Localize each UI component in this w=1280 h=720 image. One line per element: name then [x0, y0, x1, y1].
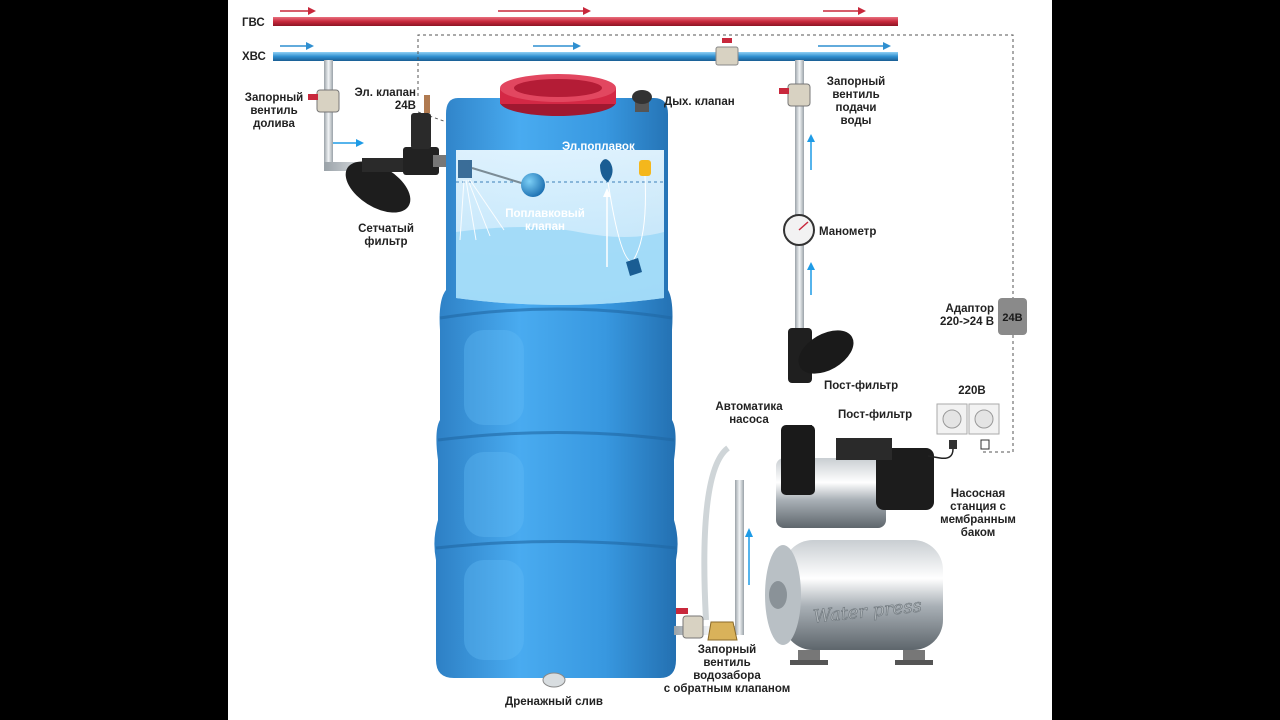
adapter-badge: 24В — [1002, 312, 1022, 324]
intake-pipe — [674, 445, 753, 641]
supply-valve-label: Запорный вентиль подачи воды — [826, 76, 886, 127]
cold-water-pipe — [273, 42, 898, 61]
hvs-label: ХВС — [242, 51, 266, 63]
adapter-label: Адаптор 220->24 В — [939, 303, 994, 328]
electric-float-icon — [600, 159, 651, 276]
fill-pipe — [308, 60, 451, 213]
post-filter-label-2: Пост-фильтр — [838, 409, 913, 421]
main-valve-icon — [715, 38, 739, 66]
water-tank — [434, 74, 678, 688]
pump-automation-label: Автоматика насоса — [715, 401, 783, 426]
float-valve-icon — [458, 160, 545, 241]
power-sockets — [927, 403, 1000, 460]
float-valve-label: Поплавковый клапан — [505, 208, 585, 233]
el-valve-label: Эл. клапан 24В — [354, 87, 416, 112]
intake-valve-icon — [682, 615, 704, 639]
breather-valve-label: Дых. клапан — [664, 96, 735, 108]
gvs-label: ГВС — [242, 17, 265, 29]
electric-valve-icon — [403, 95, 451, 175]
drain-icon — [542, 672, 566, 688]
mesh-filter-label: Сетчатый фильтр — [358, 223, 414, 248]
tank-lid — [500, 74, 616, 116]
hot-water-pipe — [273, 7, 898, 26]
power-220-label: 220В — [958, 385, 986, 397]
water-supply-diagram: Water press 24В — [273, 7, 1027, 688]
pump-station-label: Насосная станция с мембранным баком — [940, 488, 1016, 539]
manometer-icon — [783, 214, 815, 246]
adapter-box: 24В — [998, 298, 1027, 335]
pump-station: Water press — [765, 425, 943, 665]
breather-valve-icon — [632, 90, 652, 112]
mesh-filter-icon — [345, 158, 411, 213]
fill-valve-label: Запорный вентиль долива — [244, 92, 304, 130]
post-filter-label-1: Пост-фильтр — [824, 380, 899, 392]
pump-automation-icon — [781, 425, 815, 495]
drain-label: Дренажный слив — [505, 696, 603, 708]
el-float-label: Эл.поплавок — [562, 141, 635, 153]
intake-valve-label: Запорный вентиль водозабора с обратным к… — [663, 644, 791, 695]
manometer-label: Манометр — [819, 226, 877, 238]
diagram-panel: Water press 24В ГВС ХВС Запорный вентиль… — [228, 0, 1052, 720]
